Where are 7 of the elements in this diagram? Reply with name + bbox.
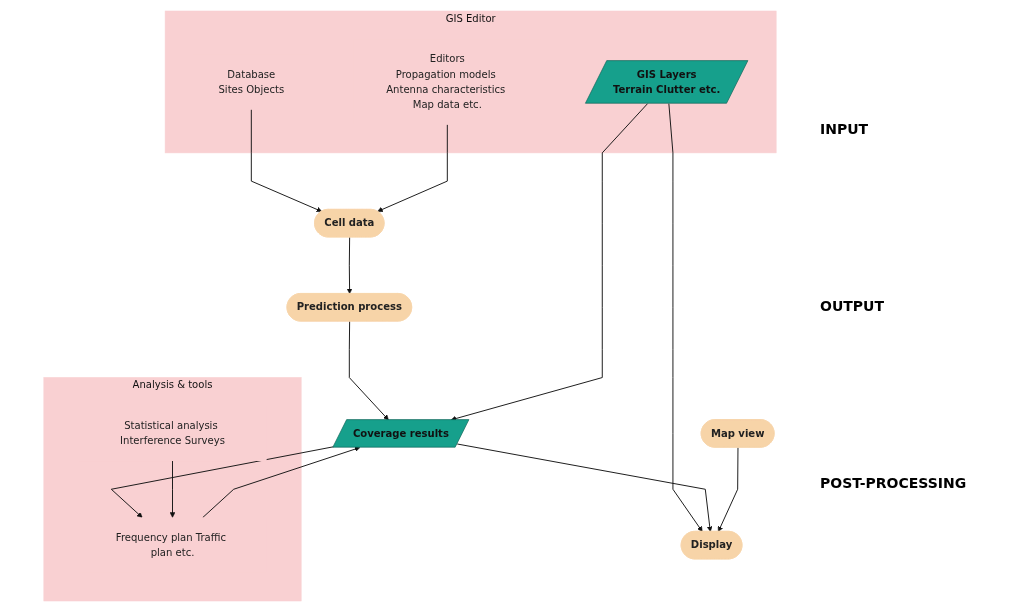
section-label: OUTPUT	[820, 298, 885, 314]
node-text: Frequency plan Traffic plan etc.	[115, 531, 226, 559]
section-label: POST-PROCESSING	[820, 475, 968, 492]
section-label: INPUT	[820, 120, 870, 137]
node-text: Statistical analysis Interference Surveys	[120, 419, 225, 447]
node-text: Database Sites Objects	[218, 68, 285, 96]
node-text: Editors Propagation models Antenna characteristics Map data etc.	[386, 53, 506, 111]
